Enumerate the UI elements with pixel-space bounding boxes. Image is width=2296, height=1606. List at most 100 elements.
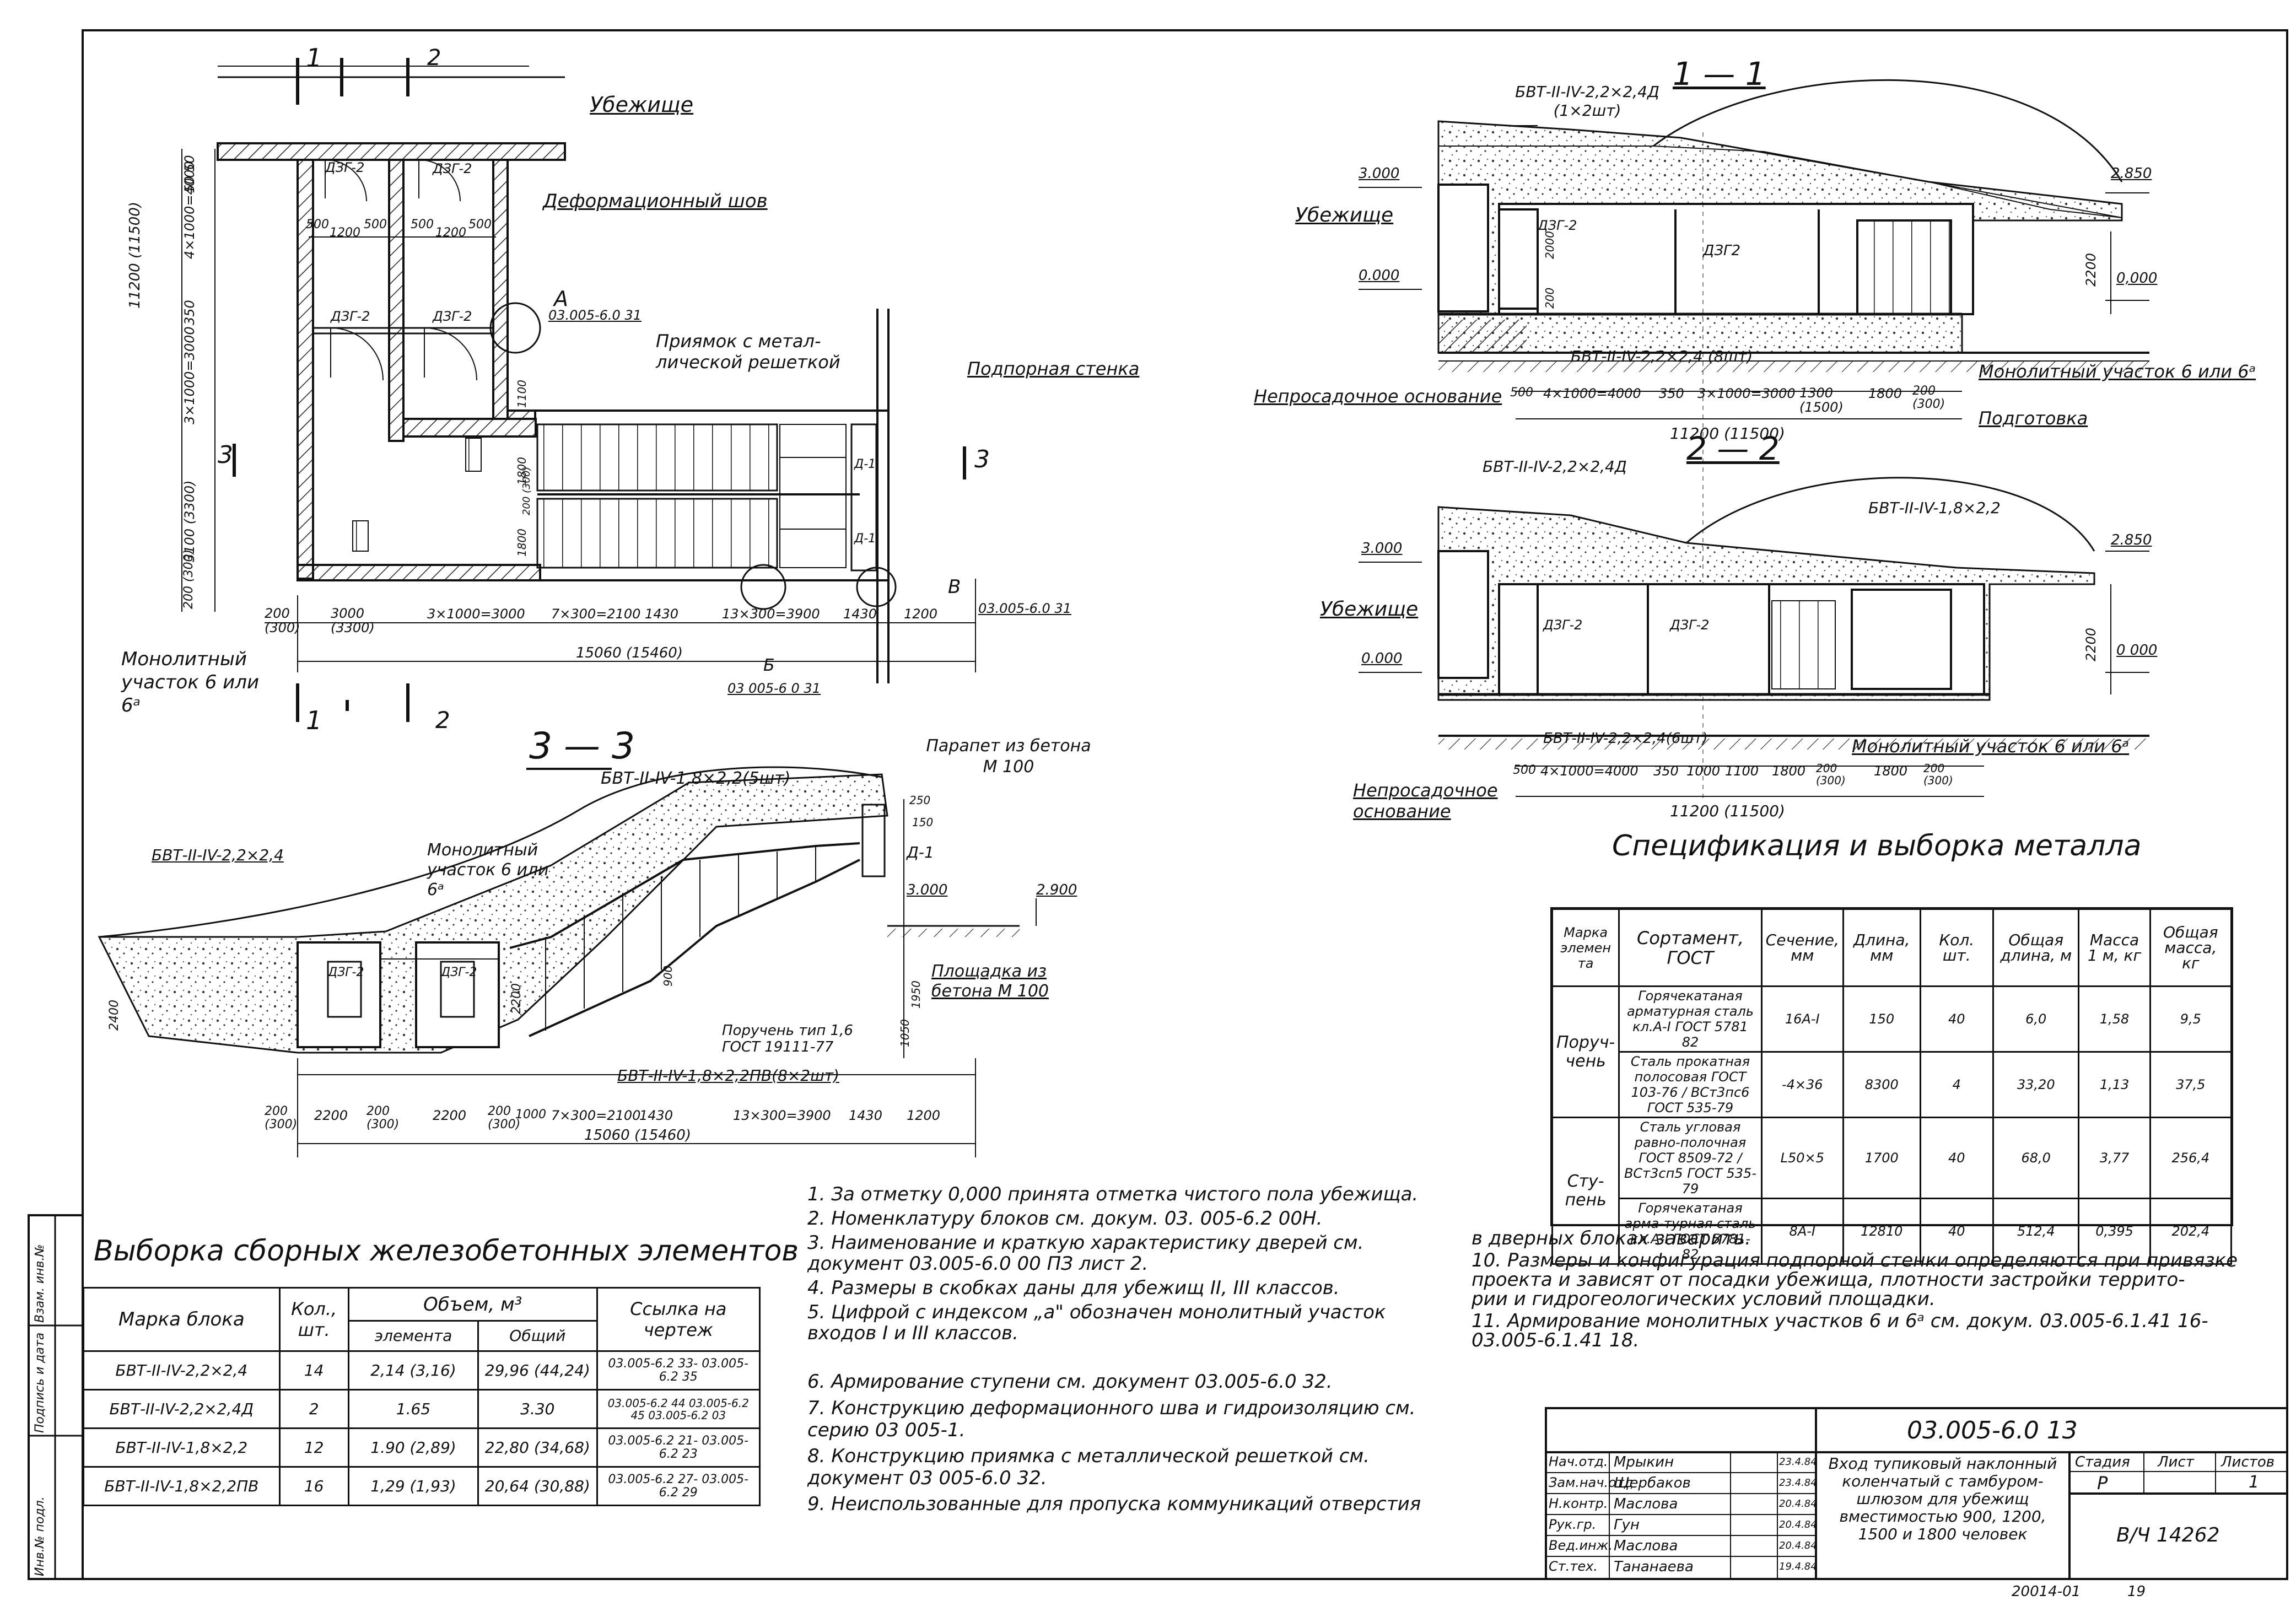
blocks-spec-cell: 03.005-6.2 21- 03.005-6.2 23	[596, 1427, 761, 1468]
blocks-spec-cell: 12	[278, 1427, 349, 1468]
metal-spec-cell: 16А-I	[1760, 985, 1844, 1053]
tb-name-2: Маслова	[1614, 1496, 1678, 1512]
metal-spec-cell: 512,4	[1992, 1198, 2080, 1265]
metal-spec-cell: L50×5	[1760, 1117, 1844, 1199]
plan-dim-t3: 500	[411, 218, 434, 231]
s11-dim-1: 4×1000=4000	[1543, 386, 1641, 401]
plan-dim-t2: 500	[364, 218, 387, 231]
s33-dim-10: 1200	[907, 1108, 941, 1123]
s33-h-6: 1050	[898, 1019, 912, 1047]
s22-dim-7: 1800	[1874, 763, 1908, 779]
s11-prep: Подготовка	[1979, 408, 2088, 429]
metal-spec-cell: 6,0	[1992, 985, 2080, 1053]
tb-sheets: 1	[2249, 1473, 2260, 1492]
plan-dim-b2: 3×1000=3000	[427, 606, 525, 622]
plan-dim-r0: 1100	[515, 380, 529, 408]
metal-spec-cell: 4	[1919, 1051, 1995, 1118]
tb-name-1: Щербаков	[1614, 1475, 1691, 1491]
plan-monolith: Монолитный участок 6 или 6ᵃ	[121, 648, 260, 716]
note-11a: 11. Армирование монолитных участков 6 и …	[1472, 1310, 2208, 1332]
s11-door: ДЗГ-2	[1538, 218, 1577, 233]
side-strip-replace: Взам. инв.№	[33, 1244, 47, 1323]
metal-spec-h7: Общая масса, кг	[2149, 908, 2233, 987]
s33-h-1: 2200	[510, 983, 524, 1014]
s22-dim-5: 1800	[1772, 763, 1806, 779]
plan-callout-a-ref: 03.005-6.0 31	[548, 308, 642, 323]
metal-spec-cell: 40	[1919, 1198, 1995, 1265]
section-2-2-title: 2 — 2	[1686, 430, 1780, 467]
metal-spec-title: Спецификация и выборка металла	[1612, 829, 2142, 863]
plan-dim-b5: 13×300=3900	[722, 606, 820, 622]
blocks-spec-cell: БВТ-II-IV-2,2×2,4	[83, 1350, 281, 1391]
plan-dim-r2: 200 (300)	[521, 466, 532, 515]
section-3-3-title: 3 — 3	[529, 725, 635, 767]
plan-dim-b4: 1430	[645, 606, 679, 622]
plan-dim-l2: 350	[182, 300, 197, 325]
metal-spec-cell: 150	[1842, 985, 1921, 1053]
tb-date-1: 23.4.84	[1779, 1477, 1817, 1489]
s22-dim-4: 1100	[1725, 763, 1759, 779]
s22-height: 2200	[2083, 627, 2099, 661]
metal-spec-cell: 40	[1919, 985, 1995, 1053]
s11-shelter: Убежище	[1295, 204, 1394, 227]
s33-lvl-290: 2.900	[1036, 882, 1077, 898]
blocks-spec-h5: Ссылка на чертеж	[596, 1287, 761, 1352]
s22-lvl-000: 0.000	[1361, 650, 1403, 667]
metal-spec-cell: 8300	[1842, 1051, 1921, 1118]
blocks-spec-cell: 16	[278, 1466, 349, 1506]
s33-dim-0: 200 (300)	[265, 1104, 298, 1131]
plan-deformation-joint: Деформационный шов	[543, 190, 768, 212]
title-block-frame	[1545, 1407, 2288, 1580]
s33-dim-5: 1000	[515, 1108, 546, 1122]
table-row: БВТ-II-IV-2,2×2,4 14 2,14 (3,16) 29,96 (…	[83, 1350, 761, 1391]
plan-callout-b-ref: 03.005-6.0 31	[978, 601, 1071, 616]
note-8a: 8. Конструкцию приямка с металлической р…	[807, 1445, 1370, 1467]
metal-spec-cell: 202,4	[2149, 1198, 2233, 1265]
s11-block-bottom: БВТ-II-IV-2,2×2,4 (8шт)	[1571, 347, 1753, 365]
metal-spec-h0: Марка элемен та	[1551, 908, 1620, 987]
plan-cut-1-bottom: 1	[306, 705, 322, 735]
metal-spec-cell: 256,4	[2149, 1117, 2233, 1199]
s33-door-1: ДЗГ-2	[328, 966, 364, 979]
note-7a: 7. Конструкцию деформационного шва и гид…	[807, 1397, 1416, 1419]
plan-dim-l0: 50 50	[182, 155, 197, 193]
tb-role-4: Вед.инж.	[1549, 1538, 1613, 1553]
blocks-spec-title: Выборка сборных железобетонных элементов	[94, 1235, 799, 1268]
s33-door-2: ДЗГ-2	[441, 966, 477, 979]
tb-name-5: Тананаева	[1614, 1559, 1694, 1575]
note-2: 2. Номенклатуру блоков см. докум. 03. 00…	[807, 1208, 1323, 1230]
s22-door-2: ДЗГ-2	[1670, 617, 1710, 633]
blocks-spec-cell: 1.90 (2,89)	[347, 1427, 479, 1468]
s22-dim-2: 350	[1653, 763, 1679, 779]
s33-lvl-300: 3.000	[907, 882, 948, 898]
plan-dim-b1: 3000 (3300)	[331, 606, 375, 635]
plan-cut-2-bottom: 2	[435, 707, 450, 734]
tb-date-2: 20.4.84	[1779, 1498, 1817, 1510]
metal-spec-cell: 1700	[1842, 1117, 1921, 1199]
note-5a: 5. Цифрой с индексом „а" обозначен монол…	[807, 1301, 1386, 1323]
blocks-spec-cell: 1.65	[347, 1389, 479, 1429]
s33-d1: Д-1	[907, 843, 934, 861]
plan-dim-b7: 1200	[904, 606, 938, 622]
plan-cut-3-right: 3	[974, 445, 990, 473]
s33-dim-7: 1430	[639, 1108, 673, 1123]
s11-dim-6: 200 (300)	[1912, 384, 1945, 411]
s33-dim-4: 200 (300)	[488, 1104, 521, 1131]
note-11b: 03.005-6.1.41 18.	[1472, 1329, 1640, 1351]
s11-dim-3: 3×1000=3000	[1697, 386, 1796, 401]
tb-role-3: Рук.гр.	[1549, 1517, 1597, 1532]
table-row: Горячекатаная арма-турная сталь кл.А-I Г…	[1553, 1198, 2233, 1265]
tb-sheets-label: Листов	[2221, 1454, 2275, 1470]
plan-callout-b: В	[948, 576, 961, 598]
note-6: 6. Армирование ступени см. документ 03.0…	[807, 1371, 1333, 1393]
s11-lvl-300: 3.000	[1359, 165, 1400, 182]
plan-door-1: ДЗГ-2	[325, 160, 365, 175]
blocks-spec-cell: 2,14 (3,16)	[347, 1350, 479, 1391]
blocks-spec-cell: 14	[278, 1350, 349, 1391]
tb-date-0: 23.4.84	[1779, 1456, 1817, 1468]
plan-pit-label: Приямок с метал-лической решеткой	[656, 331, 840, 373]
s33-platform: Площадка из бетона М 100	[931, 962, 1049, 1001]
plan-callout-a: А	[554, 287, 568, 311]
metal-spec-cell: Горячекатаная арматурная сталь кл.А-I ГО…	[1618, 985, 1763, 1053]
s11-non-subsiding: Непросадочное основание	[1254, 386, 1502, 407]
